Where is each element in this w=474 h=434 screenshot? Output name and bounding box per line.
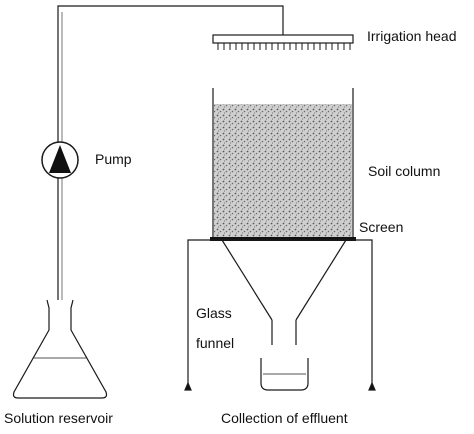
- irrigation-head-label: Irrigation head: [367, 28, 457, 44]
- support-stand: [184, 239, 376, 391]
- solution-reservoir-label: Solution reservoir: [4, 410, 113, 426]
- soil-column-label: Soil column: [368, 163, 441, 179]
- collection-beaker: [260, 358, 309, 391]
- pump-icon: [41, 141, 79, 179]
- irrigation-head: [212, 34, 354, 50]
- glass-funnel: [221, 239, 347, 345]
- solution-reservoir-flask: [12, 299, 108, 399]
- collection-of-effluent-label: Collection of effluent: [221, 410, 348, 426]
- glass-funnel-label-line2: funnel: [196, 335, 235, 351]
- screen-label: Screen: [359, 219, 404, 235]
- glass-funnel-label-line1: Glass: [196, 305, 232, 321]
- soil-column: [212, 88, 354, 240]
- pump-label: Pump: [95, 151, 132, 167]
- screen: [210, 237, 356, 241]
